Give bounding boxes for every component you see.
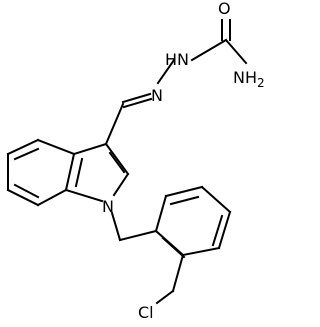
- bond-nh-n: [156, 58, 176, 85]
- bond-c-nh: [190, 38, 228, 62]
- atom-nh2-main: NH: [233, 68, 257, 87]
- bond-ar-5: [200, 185, 232, 214]
- bond-n-ch-1: [121, 92, 152, 104]
- bond-c3-c3a: [72, 142, 108, 156]
- structure-diagram: O HN NH2 N N Cl: [6, 0, 264, 322]
- atom-nh2: NH2: [233, 68, 264, 90]
- bond-ar-4: [164, 185, 204, 198]
- bond-c-nh2: [224, 38, 248, 65]
- bond-c3-c2-1: [104, 142, 130, 176]
- bond-c2-n1: [112, 172, 130, 197]
- bond-ar-cl: [155, 289, 175, 305]
- bond-set: [6, 19, 248, 293]
- atom-o: O: [218, 0, 231, 18]
- atom-cl: Cl: [138, 303, 154, 322]
- bond-ch-c3: [104, 102, 125, 146]
- bond-c4-c5-1: [6, 138, 40, 156]
- atom-labels: O HN NH2 N N Cl: [102, 0, 264, 322]
- atom-n-imine: N: [151, 86, 163, 105]
- bond-c3a-c7a-2: [74, 157, 84, 188]
- bond-ar-3: [154, 194, 168, 233]
- bond-c6-c7-2: [13, 183, 40, 199]
- bond-n1-ch2: [110, 211, 122, 242]
- bond-n1-c7a: [64, 188, 104, 203]
- atom-hn: HN: [165, 50, 189, 69]
- bond-ar-2: [171, 253, 185, 293]
- bond-ar-7: [181, 246, 221, 257]
- atom-n-indole: N: [102, 197, 114, 216]
- bond-c4-c5-2: [13, 147, 40, 161]
- bond-c3a-c7a-1: [64, 152, 76, 192]
- atom-nh2-subscript: 2: [257, 76, 264, 90]
- bond-c3-c2-2: [108, 151, 126, 174]
- bond-ar-4-inner: [169, 195, 200, 206]
- bond-ch2-ar: [118, 229, 158, 242]
- bond-n-ch-2: [122, 97, 153, 109]
- bond-c7-c7a: [36, 188, 68, 207]
- bond-c6-c7-1: [6, 188, 40, 207]
- bond-ar-6-inner: [211, 214, 224, 247]
- bond-ar-1-inner: [161, 236, 186, 259]
- bond-c3a-c4: [36, 138, 76, 156]
- bond-ar-6: [217, 210, 232, 250]
